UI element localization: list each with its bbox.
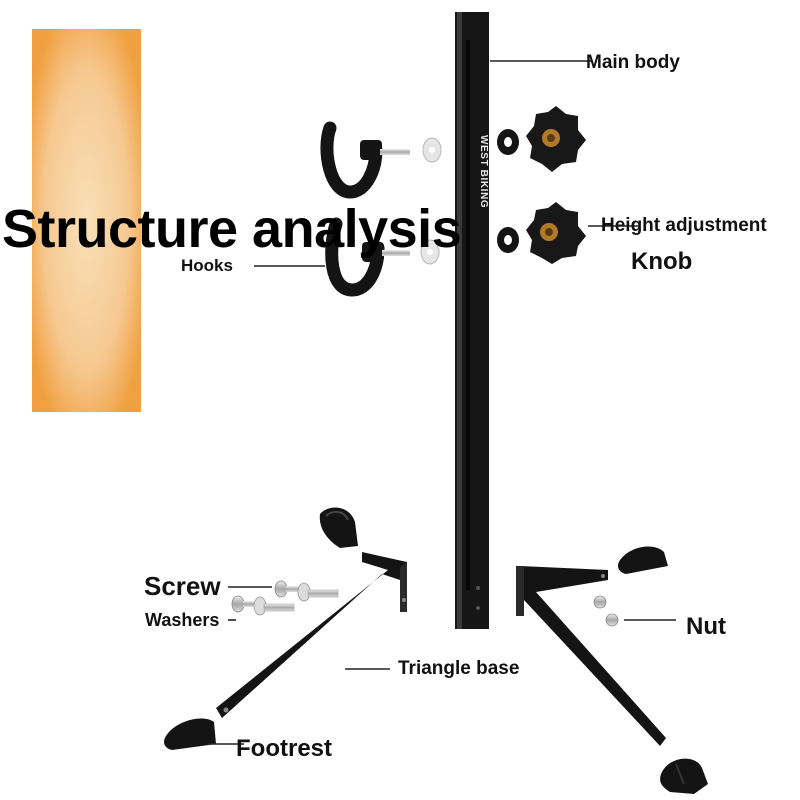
nuts	[593, 595, 619, 627]
footrest-bottom-right	[660, 758, 708, 794]
orange-panel	[32, 29, 141, 412]
hook-lower	[325, 217, 440, 297]
label-hooks: Hooks	[181, 256, 233, 275]
footrest-top-left	[319, 507, 358, 548]
knob-lower	[497, 202, 586, 264]
knob-upper	[497, 106, 586, 172]
label-screw: Screw	[144, 571, 221, 601]
brand-text: WEST BIKING	[478, 135, 489, 208]
label-knob: Knob	[631, 248, 693, 275]
label-main-body: Main body	[586, 52, 680, 73]
label-triangle-base: Triangle base	[398, 658, 520, 679]
triangle-base-left	[216, 552, 407, 718]
label-height-adjustment: Height adjustment	[601, 215, 767, 236]
triangle-base-right	[516, 566, 666, 746]
label-washers: Washers	[145, 610, 220, 630]
main-body-pole: WEST BIKING	[455, 12, 489, 629]
label-footrest: Footrest	[236, 735, 332, 762]
footrest-right	[618, 546, 668, 574]
screw-lower	[231, 595, 295, 616]
screw-upper	[274, 580, 339, 602]
label-nut: Nut	[686, 613, 726, 640]
leader-lines	[207, 60, 676, 745]
footrest-bottom-left	[164, 718, 216, 750]
diagram-title: Structure analysis	[2, 199, 462, 259]
hook-upper	[320, 121, 442, 199]
